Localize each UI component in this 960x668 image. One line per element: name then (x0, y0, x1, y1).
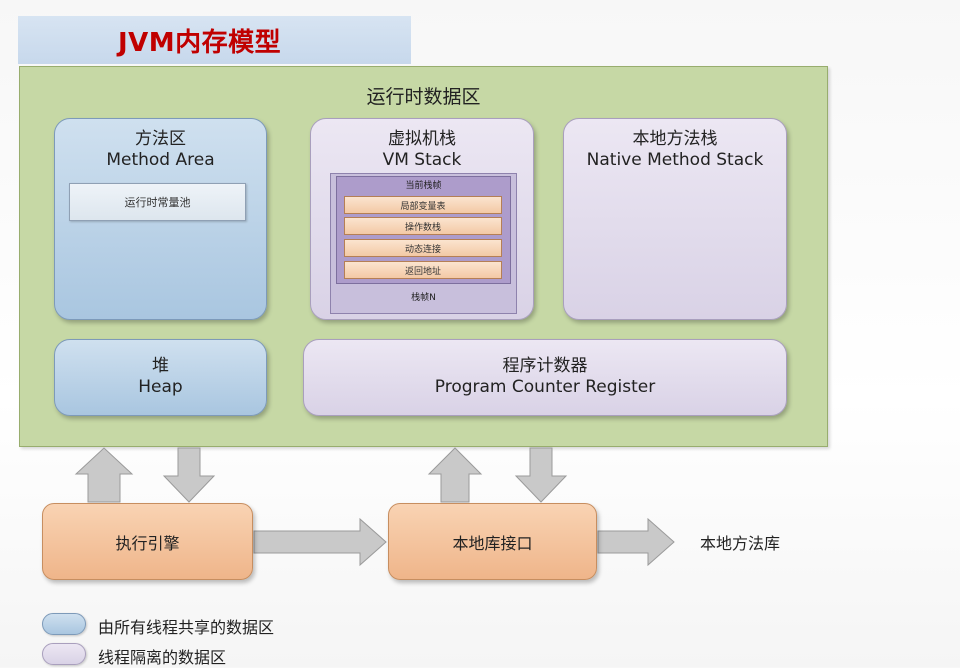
interface-down-arrow (514, 447, 568, 503)
frame-slot-local-variables: 局部变量表 (344, 196, 502, 214)
method-area-cn-label: 方法区 (135, 129, 186, 149)
native-interface-label: 本地库接口 (452, 533, 533, 553)
program-counter-box: 程序计数器 Program Counter Register (303, 339, 787, 416)
native-method-stack-box: 本地方法栈 Native Method Stack (563, 118, 787, 320)
pc-en-label: Program Counter Register (434, 377, 656, 397)
current-frame-label: 当前栈帧 (405, 181, 442, 191)
execution-engine-label: 执行引擎 (115, 533, 180, 553)
interface-to-library-arrow (597, 517, 675, 567)
heap-cn-label: 堆 (152, 356, 169, 376)
engine-to-interface-arrow (253, 517, 387, 567)
native-library-label: 本地方法库 (700, 534, 781, 553)
legend-shared-swatch (42, 613, 86, 635)
runtime-constant-pool: 运行时常量池 (69, 183, 246, 221)
execution-engine-box: 执行引擎 (42, 503, 253, 580)
diagram-title: JVM内存模型 (118, 27, 282, 58)
heap-box: 堆 Heap (54, 339, 267, 416)
native-stack-cn-label: 本地方法栈 (632, 129, 718, 149)
pc-cn-label: 程序计数器 (502, 356, 588, 376)
title-banner: JVM内存模型 (18, 16, 411, 64)
frame-slot-dynamic-linking: 动态连接 (344, 239, 502, 257)
frame-slot-return-address: 返回地址 (344, 261, 502, 279)
vm-stack-en-label: VM Stack (382, 150, 462, 170)
runtime-data-area-title: 运行时数据区 (366, 86, 481, 108)
frame-slot-operand-stack: 操作数栈 (344, 217, 502, 235)
legend-isolated-label: 线程隔离的数据区 (98, 648, 227, 667)
frame-n-label: 栈帧N (411, 293, 436, 303)
engine-down-arrow (162, 447, 216, 503)
engine-up-arrow (74, 447, 134, 503)
vm-stack-cn-label: 虚拟机栈 (388, 129, 456, 149)
method-area-en-label: Method Area (106, 150, 215, 170)
legend-isolated-swatch (42, 643, 86, 665)
legend-shared-label: 由所有线程共享的数据区 (98, 618, 275, 637)
native-stack-en-label: Native Method Stack (586, 150, 764, 170)
native-interface-box: 本地库接口 (388, 503, 597, 580)
heap-en-label: Heap (138, 377, 183, 397)
interface-up-arrow (427, 447, 483, 503)
